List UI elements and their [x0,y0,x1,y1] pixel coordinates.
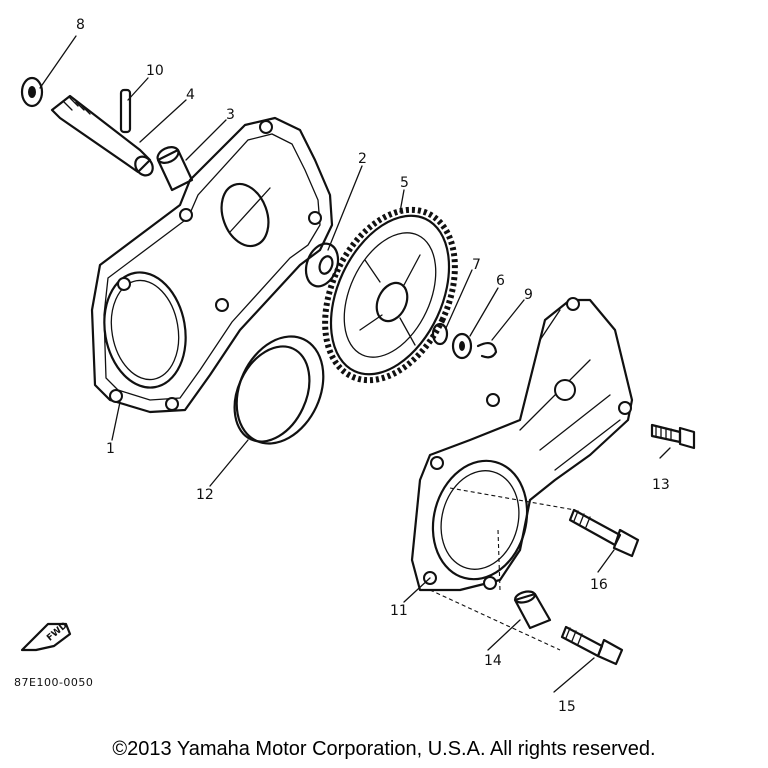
bolt-15-part [560,625,624,666]
bearing-part [304,242,340,288]
part-label-9: 9 [524,287,533,303]
shaft-part [50,94,154,177]
part-label-13: 13 [652,477,670,493]
gear-case-left [90,116,334,414]
forward-arrow-icon [20,622,72,652]
dowel-part [513,590,552,630]
bushing-part [156,146,194,192]
part-label-14: 14 [484,653,502,669]
bolt-16-part [568,508,640,558]
small-washers-part [431,322,498,360]
seal-ring-part [233,335,325,445]
bolt-13-part [650,423,696,450]
part-label-4: 4 [186,87,195,103]
part-label-16: 16 [590,577,608,593]
exploded-parts-diagram [20,35,696,693]
part-label-15: 15 [558,699,576,715]
gear-case-right [410,297,634,651]
large-gear-part [322,206,458,384]
part-label-2: 2 [358,151,367,167]
figure-code: 87E100-0050 [14,676,94,689]
part-label-7: 7 [472,257,481,273]
part-label-12: 12 [196,487,214,503]
part-label-6: 6 [496,273,505,289]
part-label-11: 11 [390,603,408,619]
part-label-10: 10 [146,63,164,79]
part-label-3: 3 [226,107,235,123]
leader-lines [39,35,671,693]
part-label-5: 5 [400,175,409,191]
part-label-8: 8 [76,17,85,33]
part-label-1: 1 [106,441,115,457]
pin-part [119,88,132,134]
copyright-notice: ©2013 Yamaha Motor Corporation, U.S.A. A… [112,738,656,760]
washer-8-part [20,76,44,108]
